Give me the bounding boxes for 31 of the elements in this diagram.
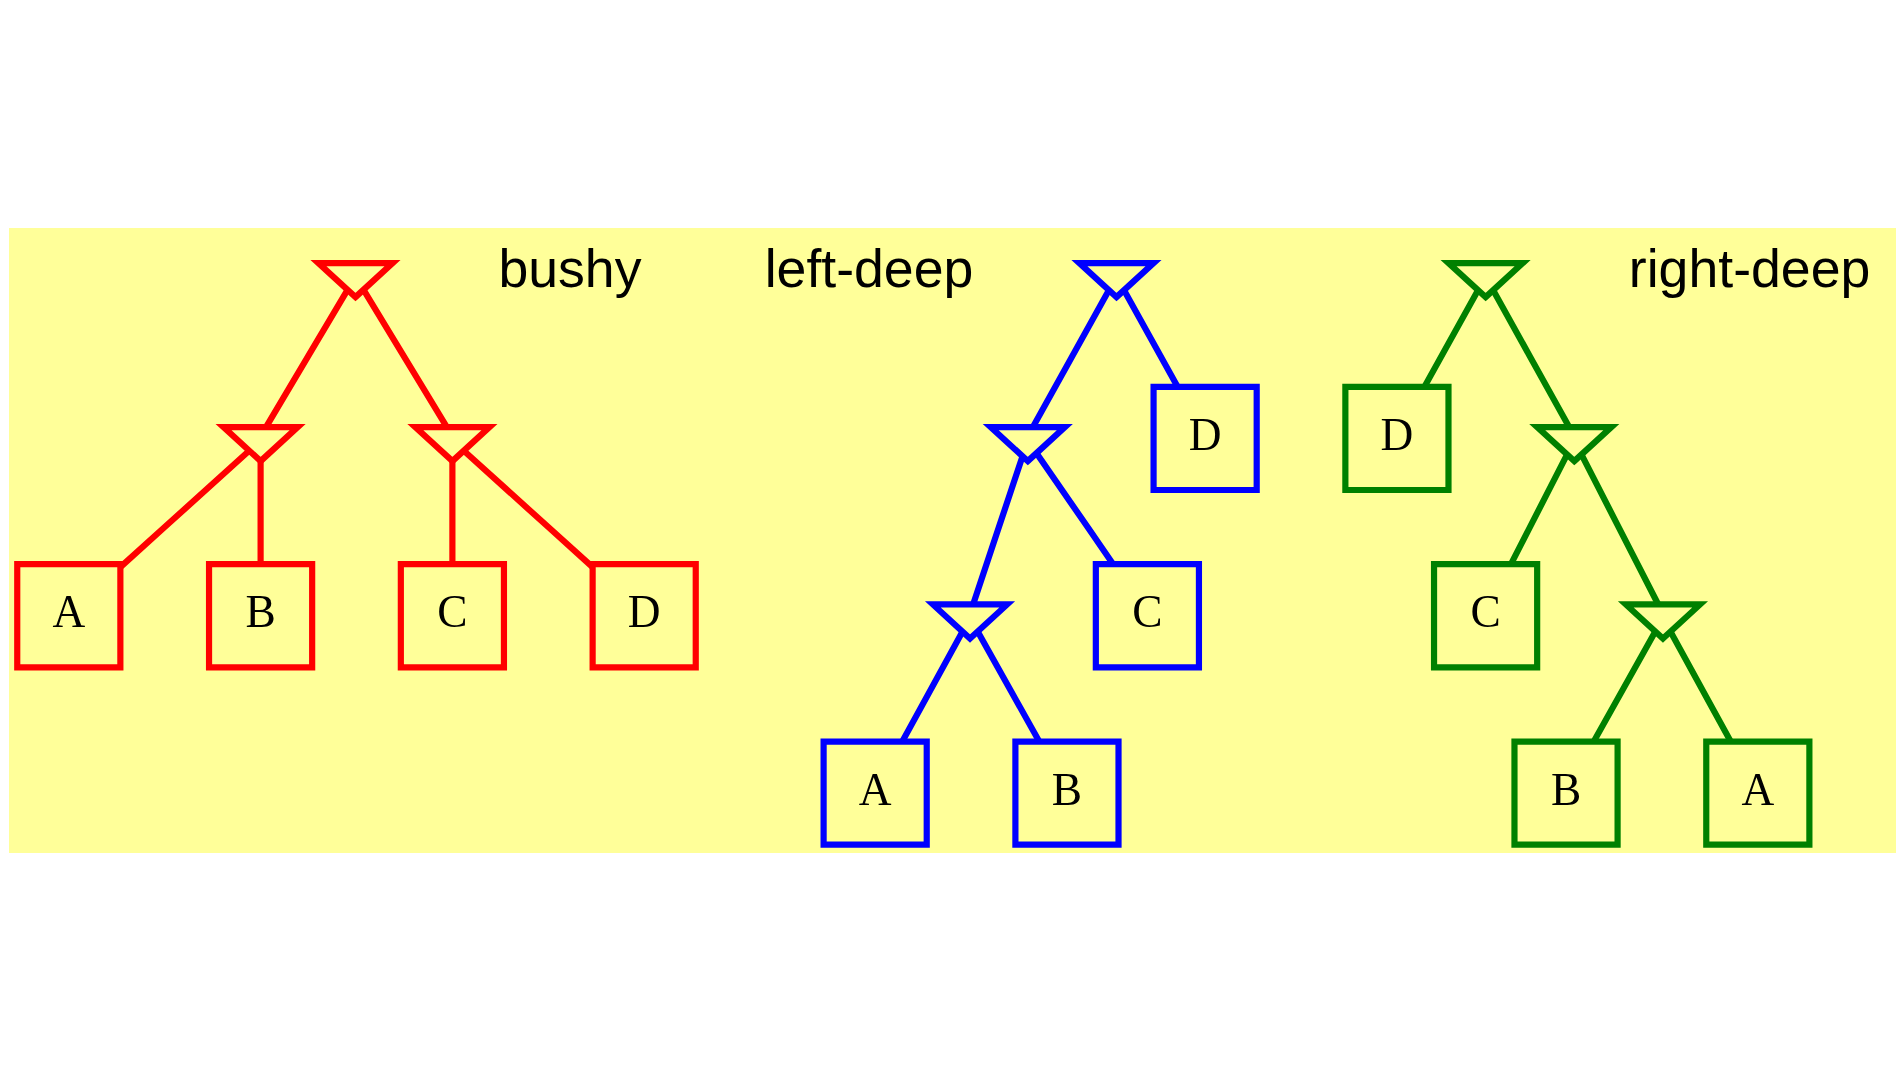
node-bowtie <box>309 259 401 301</box>
node-box: B <box>205 560 315 670</box>
connector <box>461 448 594 569</box>
label: right-deep <box>1628 237 1870 298</box>
node-bowtie <box>215 423 306 465</box>
node-bowtie <box>1617 600 1708 643</box>
node-box: C <box>397 560 507 670</box>
node-box: D <box>589 560 699 670</box>
label: left-deep <box>764 237 973 298</box>
node-bowtie <box>1528 423 1619 465</box>
connector <box>118 448 251 569</box>
connector <box>257 461 264 564</box>
node-box: C <box>1092 560 1202 670</box>
node-bowtie <box>982 423 1073 465</box>
connector <box>1667 630 1733 743</box>
node-box: A <box>1702 737 1812 848</box>
connector <box>899 630 965 743</box>
node-box: D <box>1149 383 1260 493</box>
connector <box>969 455 1025 605</box>
node-box: A <box>820 737 930 848</box>
node-bowtie <box>924 600 1015 643</box>
node-box: A <box>13 560 123 670</box>
node-bowtie <box>406 423 497 465</box>
label: bushy <box>497 237 641 298</box>
node-bowtie <box>1070 259 1162 301</box>
node-bowtie <box>1440 259 1531 301</box>
node-box: C <box>1430 560 1540 670</box>
node-box: D <box>1341 383 1452 493</box>
node-box: B <box>1510 737 1621 848</box>
connector <box>448 461 455 564</box>
node-box: B <box>1011 737 1122 848</box>
